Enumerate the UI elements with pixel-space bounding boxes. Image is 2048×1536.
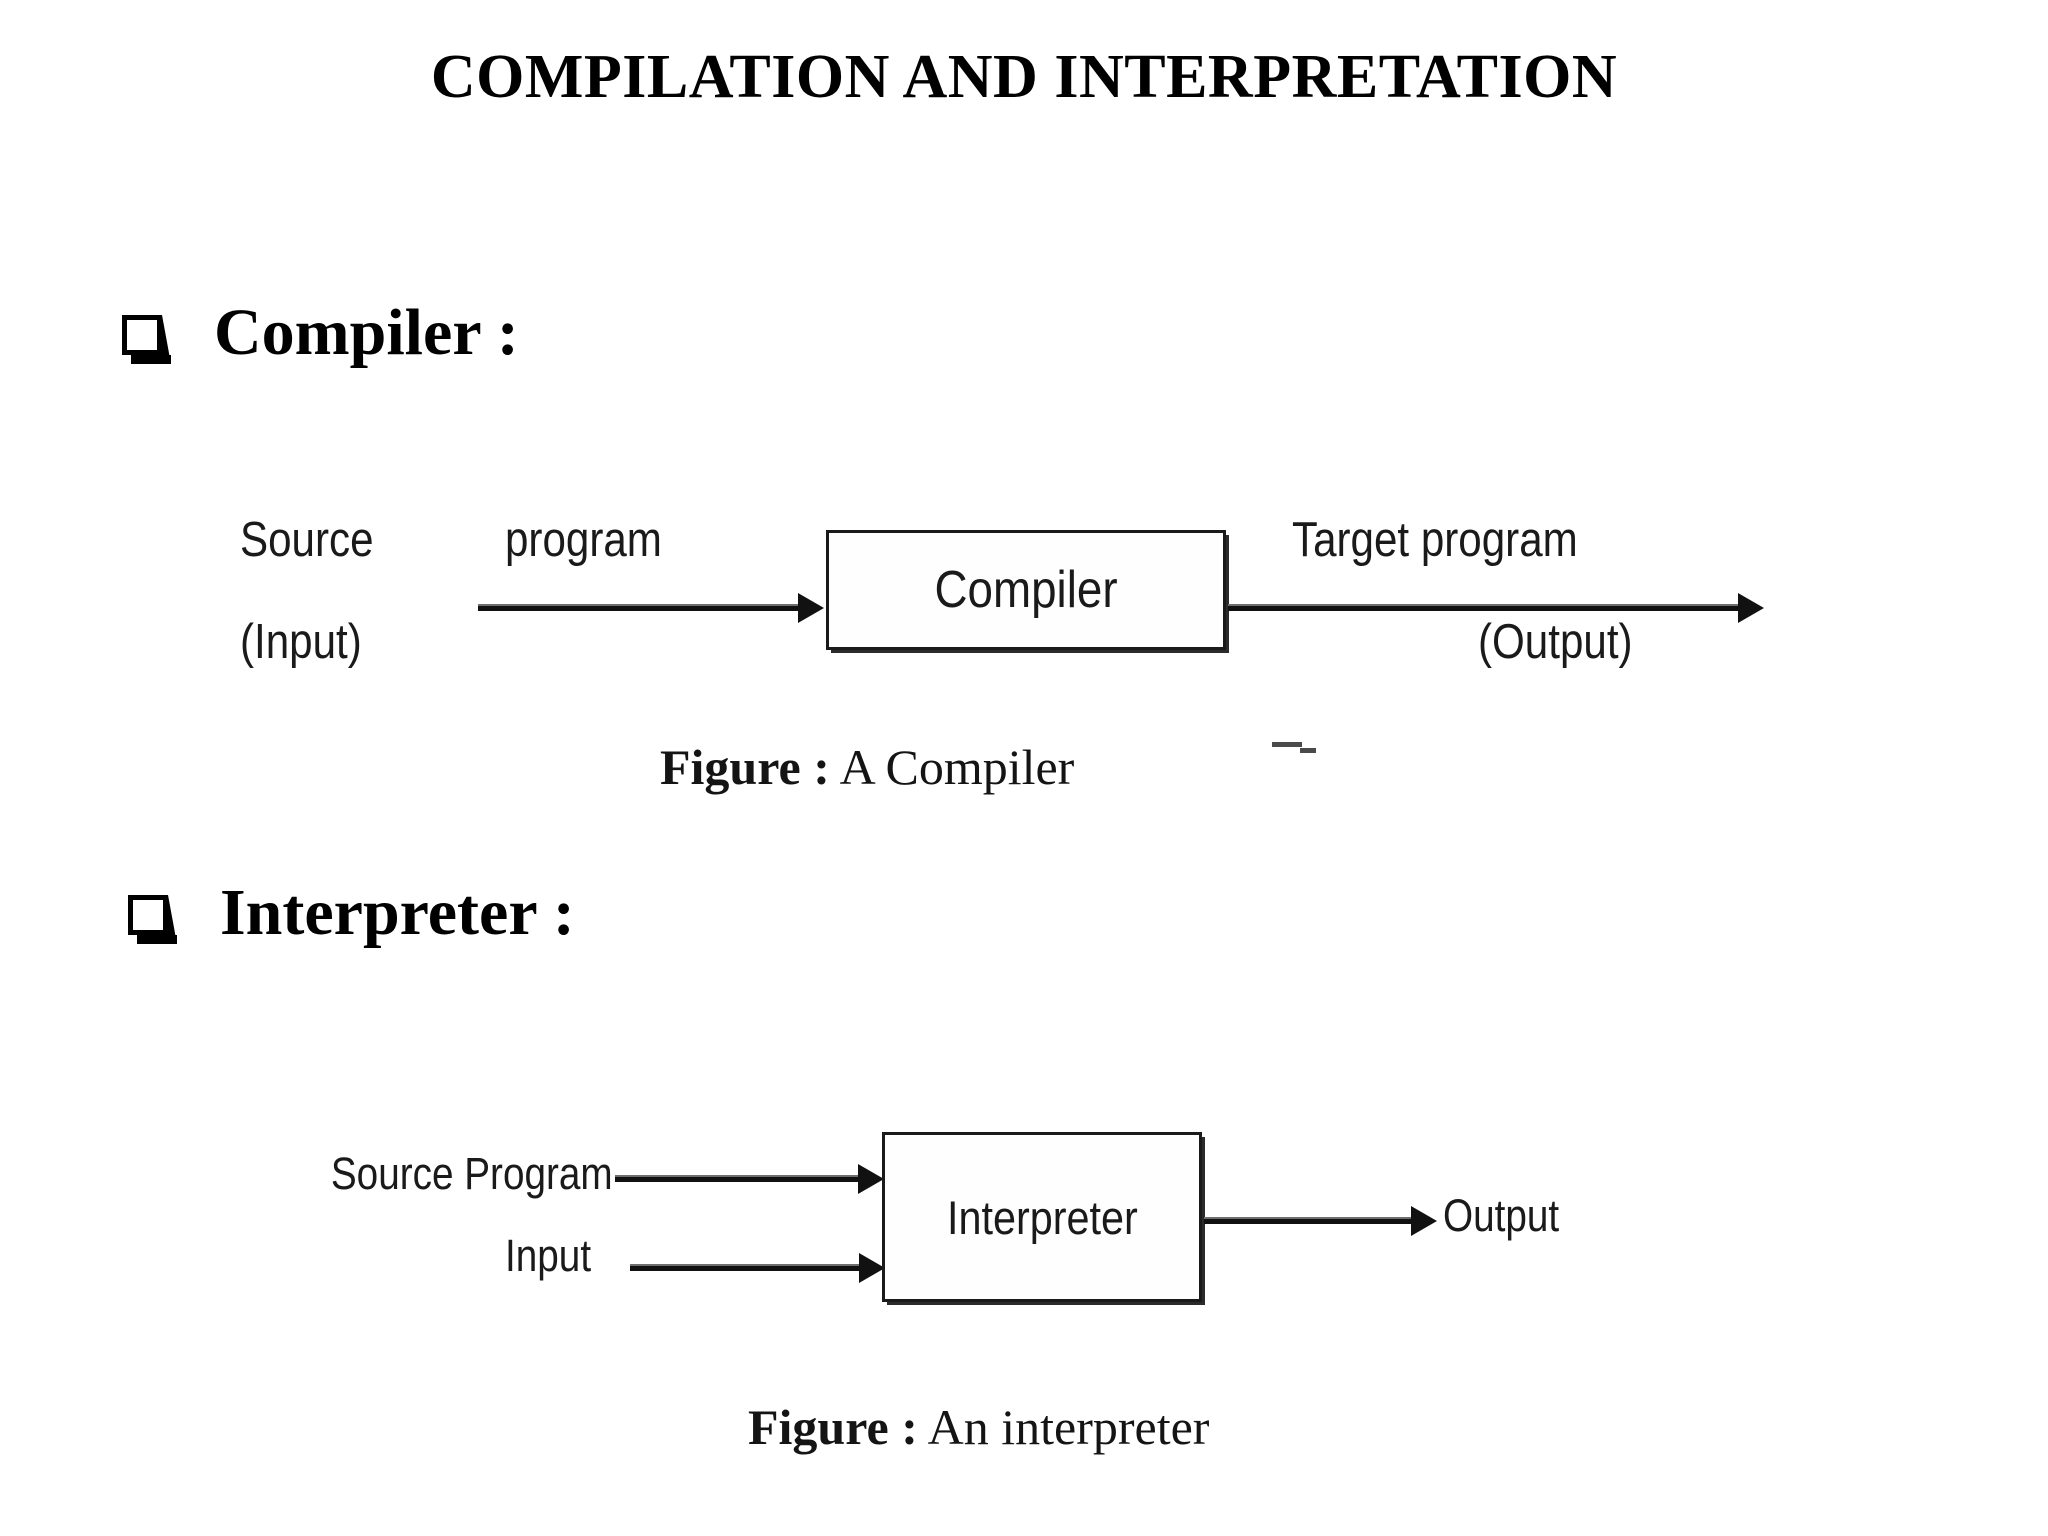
interpreter-output-label: Output: [1443, 1190, 1560, 1241]
scan-artifact: [1300, 748, 1316, 753]
compiler-output-label: (Output): [1478, 615, 1633, 669]
section-heading-compiler: Compiler :: [122, 300, 519, 366]
compiler-caption-prefix: Figure :: [660, 739, 830, 795]
shadowed-square-bullet-icon: [128, 895, 177, 944]
scan-artifact: [1272, 742, 1302, 747]
compiler-input-label: (Input): [240, 615, 362, 669]
interpreter-figure-caption: Figure : An interpreter: [748, 1398, 1209, 1456]
interpreter-box: Interpreter: [882, 1132, 1202, 1302]
section-heading-label: Compiler :: [214, 296, 519, 369]
interpreter-caption-text: An interpreter: [917, 1399, 1210, 1455]
shadowed-square-bullet-icon: [122, 315, 171, 364]
interpreter-box-label: Interpreter: [946, 1190, 1138, 1244]
compiler-source-label: Source: [240, 513, 374, 567]
page-title: COMPILATION AND INTERPRETATION: [430, 43, 1618, 111]
compiler-program-edge-label: program: [505, 513, 662, 567]
section-heading-interpreter: Interpreter :: [128, 880, 575, 946]
compiler-target-program-label: Target program: [1292, 513, 1578, 567]
interpreter-caption-prefix: Figure :: [748, 1399, 918, 1455]
section-heading-label: Interpreter :: [220, 876, 575, 949]
interpreter-source-program-label: Source Program: [330, 1148, 613, 1199]
compiler-figure-caption: Figure : A Compiler: [660, 738, 1074, 796]
compiler-box-label: Compiler: [934, 561, 1118, 619]
compiler-box: Compiler: [826, 530, 1226, 650]
compiler-caption-text: A Compiler: [829, 739, 1075, 795]
interpreter-input-label: Input: [505, 1230, 592, 1281]
